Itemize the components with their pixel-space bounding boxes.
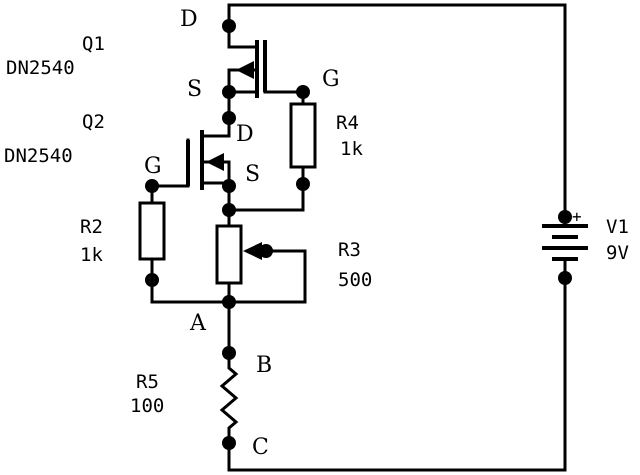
r3-ref-label: R3 [338, 239, 361, 261]
v1-plus-label: + [572, 207, 582, 226]
r4-value-label: 1k [340, 138, 363, 160]
r2-resistor-symbol [138, 201, 166, 261]
v1-positive-dot [558, 210, 572, 224]
q1-arrow-icon [236, 61, 254, 79]
q2-gate-label: G [144, 154, 162, 179]
source-node-dot [222, 203, 236, 217]
r4-bottom-dot [296, 177, 310, 191]
wire-top-to-battery [227, 3, 567, 219]
labels: D Q1 DN2540 S G Q2 D DN2540 G S R4 1k R2… [4, 7, 629, 460]
wire-battery-to-c [227, 276, 567, 472]
q1-gate-label: G [322, 67, 340, 92]
q1-source-label: S [187, 77, 202, 102]
v1-negative-dot [558, 271, 572, 285]
r3-value-label: 500 [338, 269, 372, 291]
q1-ref-label: Q1 [82, 33, 105, 55]
q2-ref-label: Q2 [82, 111, 105, 133]
v1-value-label: 9V [606, 242, 629, 264]
r5-resistor-symbol [219, 351, 239, 445]
r3-wiper-arrow-icon [243, 242, 262, 260]
r2-value-label: 1k [80, 244, 103, 266]
node-a-label: A [189, 311, 207, 336]
q1-gate-dot [296, 85, 310, 99]
q2-source-dot [222, 179, 236, 193]
wire-r3-wiper [227, 249, 307, 304]
q1-source-dot [222, 85, 236, 99]
q1-drain-dot [222, 19, 236, 33]
q2-drain-dot [222, 111, 236, 125]
node-c-dot [222, 436, 236, 450]
r5-value-label: 100 [130, 395, 164, 417]
r2-ref-label: R2 [80, 216, 103, 238]
r3-wiper-dot [259, 244, 273, 258]
r4-ref-label: R4 [336, 112, 359, 134]
node-a-dot [222, 295, 236, 309]
q2-arrow-icon [206, 153, 224, 171]
q2-gate-dot [145, 179, 159, 193]
node-b-label: B [256, 353, 272, 378]
r2-bottom-dot [145, 273, 159, 287]
r4-resistor-symbol [289, 102, 317, 169]
q2-drain-label: D [236, 122, 254, 147]
q1-mosfet-symbol [236, 40, 267, 98]
q1-drain-label: D [180, 7, 198, 32]
r5-ref-label: R5 [136, 371, 159, 393]
junction-dots [145, 19, 572, 450]
wires [150, 3, 567, 472]
node-c-label: C [252, 435, 269, 460]
q1-part-label: DN2540 [6, 57, 75, 79]
q2-part-label: DN2540 [4, 145, 73, 167]
wire-r4-to-node [227, 165, 305, 212]
q2-source-label: S [245, 162, 260, 187]
node-b-dot [222, 346, 236, 360]
r3-body [215, 224, 243, 285]
v1-battery-symbol [542, 215, 588, 280]
v1-ref-label: V1 [606, 216, 629, 238]
r3-potentiometer-symbol [215, 224, 262, 285]
q2-mosfet-symbol [186, 130, 224, 190]
